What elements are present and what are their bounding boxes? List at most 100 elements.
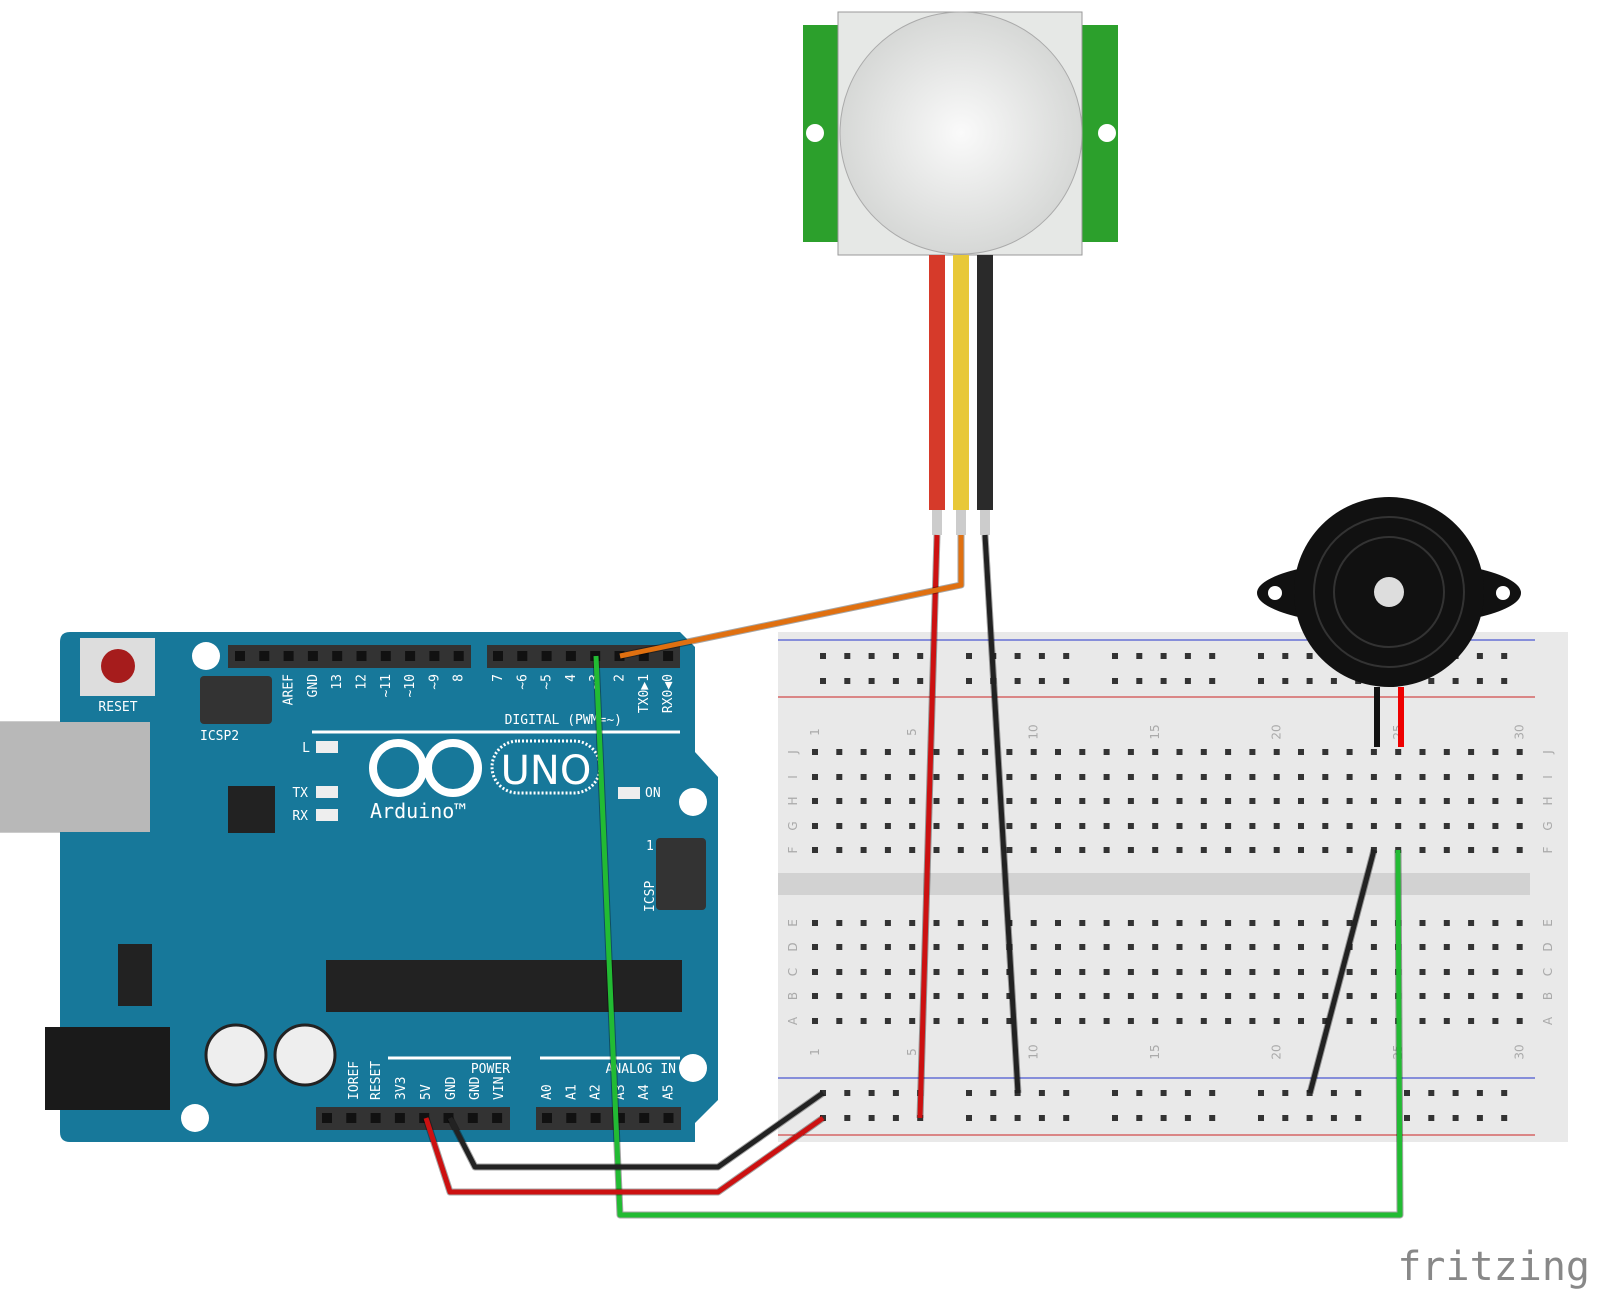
breadboard-hole[interactable] [1516,823,1523,829]
breadboard-hole[interactable] [836,749,843,755]
breadboard-hole[interactable] [1346,1018,1353,1024]
breadboard-hole[interactable] [860,798,867,804]
breadboard-hole[interactable] [1152,1018,1159,1024]
breadboard-hole[interactable] [1176,993,1183,999]
breadboard-hole[interactable] [1225,944,1232,950]
breadboard-hole[interactable] [982,798,989,804]
breadboard-hole[interactable] [1273,798,1280,804]
header-pin[interactable] [493,651,503,661]
breadboard-hole[interactable] [1055,798,1061,804]
breadboard-hole[interactable] [884,823,891,829]
rail-hole[interactable] [1136,1115,1143,1121]
breadboard-hole[interactable] [1443,774,1450,780]
breadboard-hole[interactable] [1152,774,1159,780]
breadboard-hole[interactable] [933,969,940,975]
breadboard-hole[interactable] [1079,774,1086,780]
header-pin[interactable] [663,651,674,661]
rail-hole[interactable] [1014,653,1021,659]
rail-hole[interactable] [1501,1115,1508,1121]
rail-hole[interactable] [1038,1115,1045,1121]
breadboard-hole[interactable] [909,774,916,780]
breadboard-hole[interactable] [1443,798,1450,804]
breadboard-hole[interactable] [1055,847,1061,853]
breadboard-hole[interactable] [1419,847,1426,853]
breadboard-hole[interactable] [957,774,964,780]
breadboard-hole[interactable] [933,798,940,804]
header-pin[interactable] [565,651,576,661]
breadboard-hole[interactable] [1492,749,1499,755]
breadboard-hole[interactable] [860,969,867,975]
breadboard-hole[interactable] [812,774,818,780]
breadboard-hole[interactable] [982,993,989,999]
breadboard-hole[interactable] [1006,774,1013,780]
breadboard-hole[interactable] [1492,1018,1499,1024]
breadboard-hole[interactable] [1127,993,1134,999]
breadboard-hole[interactable] [909,920,916,926]
breadboard-hole[interactable] [1055,993,1061,999]
breadboard-hole[interactable] [1079,920,1086,926]
rail-hole[interactable] [892,653,899,659]
breadboard-hole[interactable] [933,920,940,926]
rail-hole[interactable] [966,1115,972,1121]
breadboard-hole[interactable] [1127,847,1134,853]
breadboard-hole[interactable] [1322,1018,1329,1024]
breadboard-hole[interactable] [982,1018,989,1024]
rail-hole[interactable] [844,1115,851,1121]
breadboard-hole[interactable] [1346,993,1353,999]
breadboard-hole[interactable] [1322,823,1329,829]
rail-hole[interactable] [1038,1090,1045,1096]
breadboard-hole[interactable] [1249,798,1256,804]
breadboard-hole[interactable] [1249,969,1256,975]
rail-hole[interactable] [1258,653,1264,659]
rail-hole[interactable] [1282,1090,1289,1096]
header-pin[interactable] [663,1113,674,1123]
breadboard-hole[interactable] [1152,749,1159,755]
breadboard-hole[interactable] [1079,823,1086,829]
rail-hole[interactable] [1136,653,1143,659]
breadboard-hole[interactable] [1127,944,1134,950]
breadboard-hole[interactable] [1492,920,1499,926]
header-pin[interactable] [590,651,601,661]
breadboard-hole[interactable] [909,969,916,975]
breadboard-hole[interactable] [1200,944,1207,950]
rail-hole[interactable] [1476,1090,1483,1096]
rail-hole[interactable] [1355,1090,1362,1096]
breadboard-hole[interactable] [1249,774,1256,780]
rail-hole[interactable] [892,678,899,684]
breadboard-hole[interactable] [1273,749,1280,755]
breadboard-hole[interactable] [1370,944,1377,950]
breadboard-hole[interactable] [1468,944,1475,950]
breadboard-hole[interactable] [1346,823,1353,829]
breadboard-hole[interactable] [1395,774,1402,780]
breadboard-hole[interactable] [1370,798,1377,804]
breadboard-hole[interactable] [1443,749,1450,755]
breadboard-hole[interactable] [1468,798,1475,804]
breadboard-hole[interactable] [982,749,989,755]
breadboard-hole[interactable] [1443,1018,1450,1024]
breadboard-hole[interactable] [1468,969,1475,975]
rail-hole[interactable] [1501,678,1508,684]
rail-hole[interactable] [966,678,972,684]
breadboard-hole[interactable] [1030,798,1037,804]
breadboard-hole[interactable] [982,969,989,975]
breadboard-hole[interactable] [1249,920,1256,926]
breadboard-hole[interactable] [836,920,843,926]
breadboard-hole[interactable] [1419,944,1426,950]
breadboard-hole[interactable] [884,1018,891,1024]
rail-hole[interactable] [1209,1090,1216,1096]
rail-hole[interactable] [1063,653,1070,659]
breadboard-hole[interactable] [1298,798,1304,804]
breadboard-hole[interactable] [957,749,964,755]
breadboard-hole[interactable] [1419,798,1426,804]
breadboard-hole[interactable] [836,993,843,999]
rail-hole[interactable] [1184,1090,1191,1096]
rail-hole[interactable] [1428,1115,1435,1121]
breadboard-hole[interactable] [1103,798,1110,804]
rail-hole[interactable] [1160,1090,1167,1096]
breadboard-hole[interactable] [957,944,964,950]
breadboard-hole[interactable] [860,1018,867,1024]
breadboard-hole[interactable] [957,798,964,804]
breadboard-hole[interactable] [812,920,818,926]
breadboard-hole[interactable] [933,993,940,999]
breadboard-hole[interactable] [1298,1018,1304,1024]
